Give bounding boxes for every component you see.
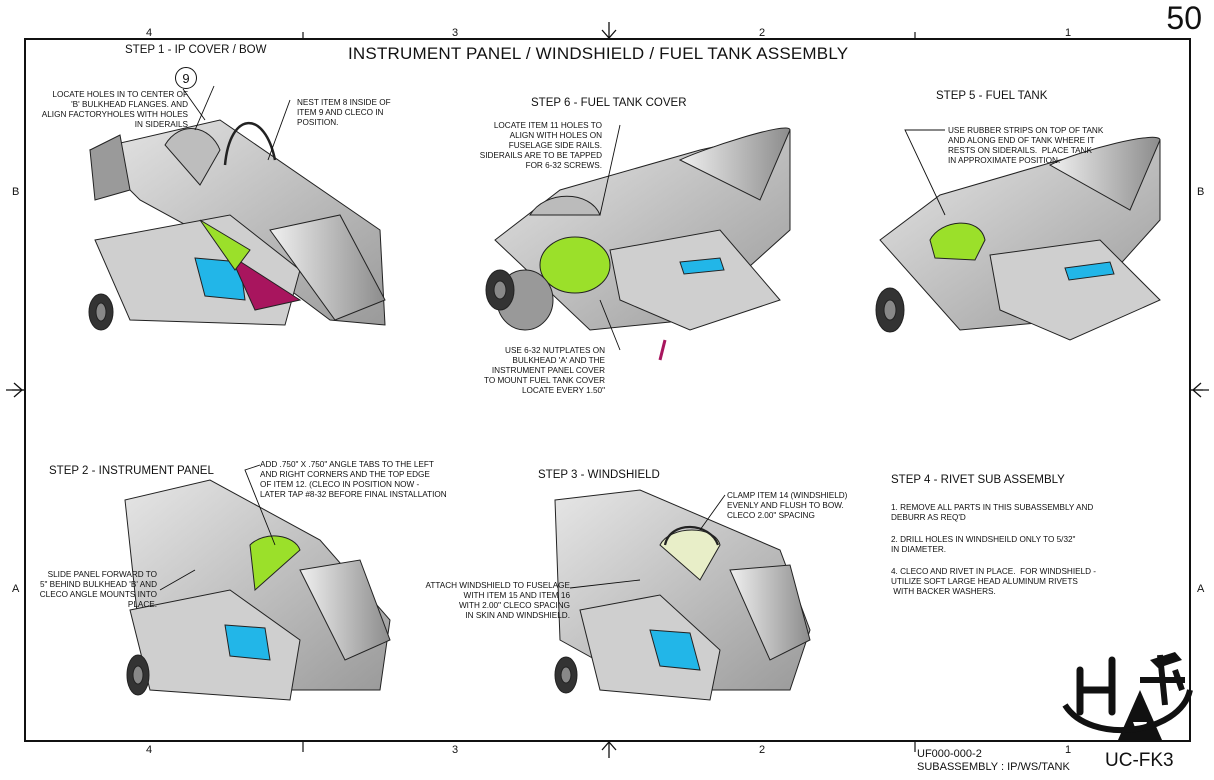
center-mark-left [6,382,24,398]
step2-fuselage [124,479,391,701]
drawing-frame [24,38,1191,742]
step5-fuselage [875,136,1161,341]
zone-top-1: 1 [1065,27,1072,39]
item-balloon: 9 [175,67,197,89]
step3-heading: STEP 3 - WINDSHIELD [538,469,660,481]
zone-top-3: 3 [452,27,459,39]
step3-fuselage [554,489,811,701]
step4-heading: STEP 4 - RIVET SUB ASSEMBLY [891,474,1065,486]
step4-item-3: 4. CLECO AND RIVET IN PLACE. FOR WINDSHI… [891,567,1097,596]
zone-bottom-2: 2 [759,744,766,756]
center-mark-bottom [601,740,617,758]
step3-note-right: CLAMP ITEM 14 (WINDSHIELD)EVENLY AND FLU… [727,491,848,520]
zone-left-a: A [12,583,20,595]
step1-heading: STEP 1 - IP COVER / BOW [125,44,267,56]
zone-bottom-1: 1 [1065,744,1072,756]
model-number: UC-FK3 [1105,750,1174,771]
step6-heading: STEP 6 - FUEL TANK COVER [531,97,687,109]
center-mark-right [1191,382,1209,398]
step6-fuselage [485,127,791,361]
title-block: UF000-000-2 SUBASSEMBLY : IP/WS/TANK [917,748,1070,774]
zone-right-a: A [1197,583,1205,595]
step2-note-top: ADD .750" X .750" ANGLE TABS TO THE LEFT… [260,460,447,499]
center-mark-top [601,22,617,40]
step4-item-1: 1. REMOVE ALL PARTS IN THIS SUBASSEMBLY … [891,503,1094,522]
document-number: UF000-000-2 [917,748,982,760]
leader-lines [159,85,946,591]
step2-heading: STEP 2 - INSTRUMENT PANEL [49,465,214,477]
zone-top-2: 2 [759,27,766,39]
zone-right-b: B [1197,186,1205,198]
step5-heading: STEP 5 - FUEL TANK [936,90,1048,102]
zone-bottom-4: 4 [146,744,153,756]
step4-item-2: 2. DRILL HOLES IN WINDSHEILD ONLY TO 5/3… [891,535,1076,554]
zone-bottom-3: 3 [452,744,459,756]
subassembly-label: SUBASSEMBLY : IP/WS/TANK [917,761,1070,773]
zone-left-b: B [12,186,20,198]
page-title: INSTRUMENT PANEL / WINDSHIELD / FUEL TAN… [348,44,849,63]
zone-top-4: 4 [146,27,153,39]
sheet-number: 50 [1166,0,1202,36]
step1-note-left: LOCATE HOLES IN TO CENTER OF'B' BULKHEAD… [41,90,188,129]
step1-fuselage [88,119,386,331]
